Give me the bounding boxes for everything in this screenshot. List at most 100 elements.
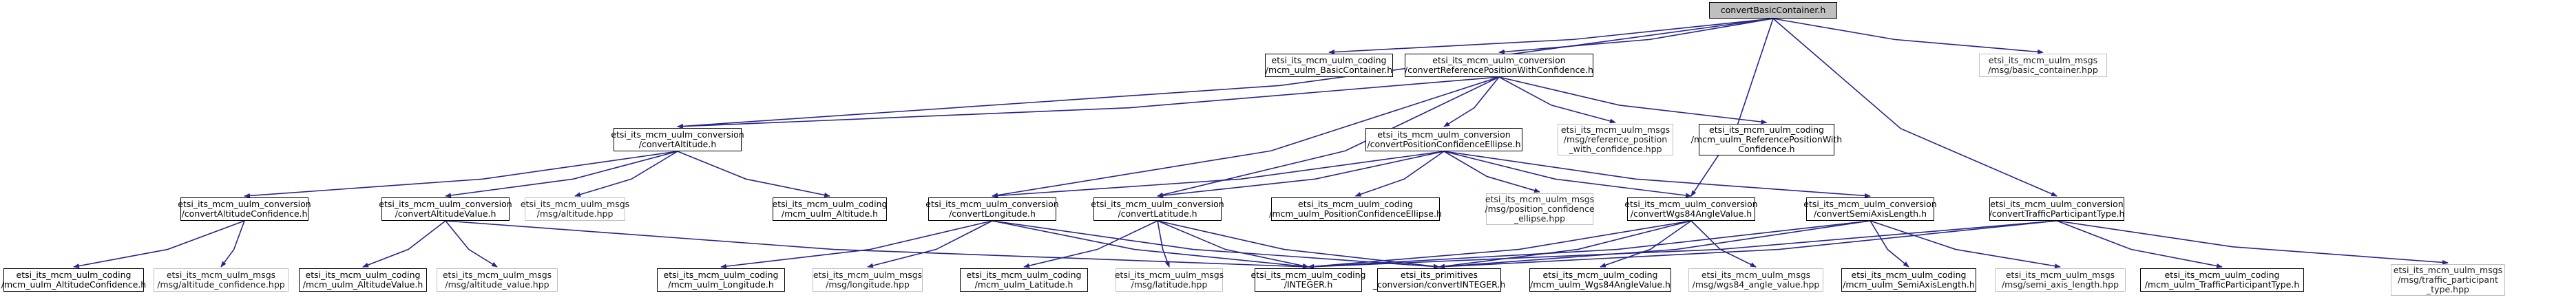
graph-node-wgs84cod[interactable]: etsi_its_mcm_uulm_coding /mcm_uulm_Wgs84… (1529, 268, 1671, 292)
graph-node-label: etsi_its_mcm_uulm_coding /mcm_uulm_Altit… (302, 270, 423, 290)
graph-node-altcoding[interactable]: etsi_its_mcm_uulm_coding /mcm_uulm_Altit… (773, 197, 887, 221)
graph-node-label: etsi_its_mcm_uulm_msgs /msg/altitude_con… (157, 270, 285, 290)
graph-edge (677, 151, 830, 197)
graph-node-integer[interactable]: etsi_its_mcm_uulm_coding /INTEGER.h (1251, 268, 1365, 292)
graph-edge (362, 220, 446, 268)
graph-edge (992, 151, 1445, 198)
graph-edge (1354, 151, 1445, 197)
graph-node-label: etsi_its_mcm_uulm_conversion /convertAlt… (178, 199, 311, 219)
graph-node-label: etsi_its_mcm_uulm_conversion /convertSem… (1803, 199, 1937, 219)
graph-node-label: etsi_its_mcm_uulm_coding /mcm_uulm_Basic… (1265, 55, 1393, 75)
graph-node-label: convertBasicContainer.h (1720, 5, 1826, 15)
graph-node-label: etsi_its_mcm_uulm_msgs /msg/altitude_val… (442, 270, 552, 290)
graph-node-label: etsi_its_mcm_uulm_msgs /msg/wgs84_angle_… (1692, 270, 1820, 290)
graph-node-convaltconf[interactable]: etsi_its_mcm_uulm_conversion /convertAlt… (178, 197, 311, 221)
graph-node-convaltval[interactable]: etsi_its_mcm_uulm_conversion /convertAlt… (379, 197, 512, 221)
graph-edge (1157, 220, 1309, 268)
graph-node-label: etsi_its_mcm_uulm_msgs /msg/position_con… (1485, 194, 1595, 224)
graph-node-refposhpp[interactable]: etsi_its_mcm_uulm_msgs /msg/reference_po… (1558, 124, 1673, 155)
graph-edge (1438, 220, 2057, 270)
graph-edge (1157, 220, 1170, 268)
graph-edge (445, 220, 498, 268)
graph-node-label: etsi_its_mcm_uulm_coding /mcm_uulm_Longi… (663, 270, 779, 290)
graph-node-altconfhpp[interactable]: etsi_its_mcm_uulm_msgs /msg/altitude_con… (154, 268, 289, 292)
graph-edge (1772, 18, 2044, 54)
graph-edge (1498, 76, 1616, 124)
graph-edge (720, 220, 993, 269)
graph-node-traffhpp[interactable]: etsi_its_mcm_uulm_msgs /msg/traffic_part… (2391, 264, 2505, 296)
graph-node-semihpp[interactable]: etsi_its_mcm_uulm_msgs /msg/semi_axis_le… (1995, 268, 2126, 292)
graph-node-convtraffic[interactable]: etsi_its_mcm_uulm_conversion /convertTra… (1989, 197, 2124, 221)
graph-node-basicconthpp[interactable]: etsi_its_mcm_uulm_msgs /msg/basic_contai… (1979, 54, 2107, 77)
graph-edge (867, 220, 993, 268)
graph-node-label: etsi_its_mcm_uulm_msgs /msg/altitude.hpp (520, 199, 630, 219)
graph-node-lathpp[interactable]: etsi_its_mcm_uulm_msgs /msg/latitude.hpp (1115, 268, 1224, 292)
graph-edge (1308, 220, 1871, 270)
graph-edge (992, 220, 1309, 269)
graph-edge (445, 220, 1309, 270)
graph-edge (1443, 151, 1871, 198)
graph-node-label: etsi_its_mcm_uulm_conversion /convertWgs… (1624, 199, 1758, 219)
graph-edge (73, 220, 245, 268)
graph-node-root[interactable]: convertBasicContainer.h (1709, 2, 1837, 19)
graph-node-latcod[interactable]: etsi_its_mcm_uulm_coding /mcm_uulm_Latit… (960, 268, 1088, 292)
graph-edge (1870, 220, 1909, 268)
graph-edge (220, 220, 245, 268)
graph-edge (1157, 151, 1445, 198)
graph-edge (1157, 220, 1440, 269)
graph-edge (1308, 220, 2057, 270)
graph-node-convalt[interactable]: etsi_its_mcm_uulm_conversion /convertAlt… (611, 128, 744, 151)
graph-edge (677, 76, 1500, 129)
graph-node-label: etsi_its_mcm_uulm_coding /INTEGER.h (1250, 270, 1366, 290)
graph-edge (574, 151, 678, 197)
graph-node-label: etsi_its_mcm_uulm_conversion /convertLon… (925, 199, 1059, 219)
graph-node-label: etsi_its_mcm_uulm_msgs /msg/traffic_part… (2393, 265, 2503, 294)
graph-edge (1870, 220, 2061, 269)
graph-node-convlat[interactable]: etsi_its_mcm_uulm_conversion /convertLat… (1091, 197, 1224, 221)
graph-edge (1443, 151, 1540, 193)
graph-edge (244, 151, 678, 198)
graph-node-label: etsi_its_mcm_uulm_coding /mcm_uulm_Altit… (772, 199, 888, 219)
graph-node-altconfcod[interactable]: etsi_its_mcm_uulm_coding /mcm_uulm_Altit… (1, 268, 146, 292)
graph-edge (1690, 18, 1774, 197)
graph-edge (1772, 18, 2057, 197)
graph-node-posconfhpp[interactable]: etsi_its_mcm_uulm_msgs /msg/position_con… (1485, 193, 1595, 225)
graph-node-label: etsi_its_mcm_uulm_msgs /msg/basic_contai… (1988, 55, 2098, 75)
graph-edge (2056, 220, 2223, 268)
graph-node-label: etsi_its_mcm_uulm_conversion /convertPos… (1367, 129, 1521, 149)
graph-node-convsemi[interactable]: etsi_its_mcm_uulm_conversion /convertSem… (1803, 197, 1937, 221)
graph-edge (1438, 220, 1692, 269)
graph-node-convwgs84[interactable]: etsi_its_mcm_uulm_conversion /convertWgs… (1624, 197, 1758, 221)
graph-node-althpp[interactable]: etsi_its_mcm_uulm_msgs /msg/altitude.hpp (521, 197, 629, 221)
graph-node-lonhpp[interactable]: etsi_its_mcm_uulm_msgs /msg/longitude.hp… (813, 268, 923, 292)
graph-node-label: etsi_its_mcm_uulm_coding /mcm_uulm_Wgs84… (1530, 270, 1671, 290)
graph-node-refposconf[interactable]: etsi_its_mcm_uulm_conversion /convertRef… (1405, 54, 1593, 77)
graph-node-convlon[interactable]: etsi_its_mcm_uulm_conversion /convertLon… (925, 197, 1059, 221)
graph-edge (1438, 220, 1871, 269)
graph-node-basiccont[interactable]: etsi_its_mcm_uulm_coding /mcm_uulm_Basic… (1265, 54, 1393, 77)
graph-node-posconfcod[interactable]: etsi_its_mcm_uulm_coding /mcm_uulm_Posit… (1269, 197, 1442, 221)
graph-node-label: etsi_its_mcm_uulm_conversion /convertTra… (1989, 199, 2125, 219)
graph-node-label: etsi_its_mcm_uulm_msgs /msg/semi_axis_le… (2001, 270, 2119, 290)
graph-node-label: etsi_its_mcm_uulm_coding /mcm_uulm_Refer… (1690, 125, 1843, 154)
graph-node-convposconf[interactable]: etsi_its_mcm_uulm_conversion /convertPos… (1365, 128, 1522, 151)
graph-node-label: etsi_its_mcm_uulm_msgs /msg/reference_po… (1560, 125, 1671, 154)
graph-node-traffcod[interactable]: etsi_its_mcm_uulm_coding /mcm_uulm_Traff… (2140, 268, 2304, 292)
graph-node-convinteger[interactable]: etsi_its_primitives _conversion/convertI… (1373, 268, 1505, 292)
graph-node-altvalcod[interactable]: etsi_its_mcm_uulm_coding /mcm_uulm_Altit… (299, 268, 427, 292)
graph-edge (1023, 220, 1158, 268)
graph-edge (1443, 151, 1692, 198)
graph-node-label: etsi_its_mcm_uulm_conversion /convertRef… (1405, 55, 1593, 75)
graph-edge (1498, 76, 1768, 125)
graph-node-label: etsi_its_mcm_uulm_conversion /convertAlt… (379, 199, 512, 219)
graph-node-loncod[interactable]: etsi_its_mcm_uulm_coding /mcm_uulm_Longi… (657, 268, 785, 292)
graph-node-label: etsi_its_mcm_uulm_coding /mcm_uulm_SemiA… (1843, 270, 1975, 290)
graph-edge (1498, 18, 1774, 54)
graph-node-label: etsi_its_mcm_uulm_conversion /convertLat… (1091, 199, 1224, 219)
graph-edge (1328, 18, 1774, 55)
graph-node-wgs84hpp[interactable]: etsi_its_mcm_uulm_msgs /msg/wgs84_angle_… (1688, 268, 1823, 292)
graph-node-semicod[interactable]: etsi_its_mcm_uulm_coding /mcm_uulm_SemiA… (1841, 268, 1976, 292)
graph-node-refposconfh[interactable]: etsi_its_mcm_uulm_coding /mcm_uulm_Refer… (1691, 124, 1842, 155)
graph-node-altvalhpp[interactable]: etsi_its_mcm_uulm_msgs /msg/altitude_val… (437, 268, 558, 292)
